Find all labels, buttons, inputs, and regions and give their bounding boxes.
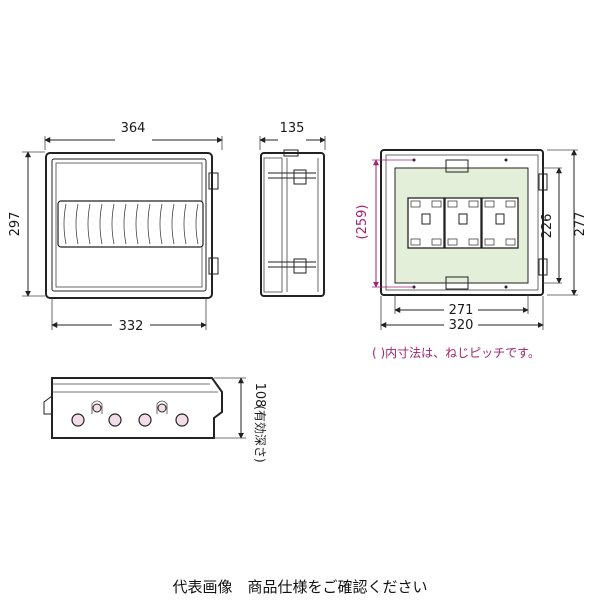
screw-pitch-height-label: (259) bbox=[355, 205, 370, 240]
side-view: 135 bbox=[259, 121, 326, 297]
side-body bbox=[260, 152, 325, 297]
front-width-inner-label: 332 bbox=[119, 319, 144, 334]
bottom-view: 108 (有効深さ) bbox=[43, 377, 268, 463]
interior-outer-height-label: 277 bbox=[573, 212, 588, 237]
screw-pitch-note: ( )内寸法は、ねじピッチです。 bbox=[372, 346, 540, 360]
front-width-outer-label: 364 bbox=[121, 121, 146, 136]
breaker-window bbox=[57, 200, 204, 248]
breaker-1 bbox=[407, 197, 445, 249]
front-view: 364 297 bbox=[8, 121, 223, 334]
breaker-3 bbox=[481, 197, 519, 249]
side-depth-label: 135 bbox=[280, 121, 305, 136]
interior-view: (259) 226 277 271 320 bbox=[355, 149, 588, 333]
effective-depth-label: 108 bbox=[252, 383, 267, 408]
representative-image-caption: 代表画像 商品仕様をご確認ください bbox=[172, 578, 427, 596]
interior-inner-height-label: 226 bbox=[540, 214, 555, 239]
effective-depth-note: (有効深さ) bbox=[253, 405, 268, 462]
bottom-body bbox=[51, 377, 223, 439]
knockout-holes bbox=[71, 403, 189, 427]
front-height-label: 297 bbox=[8, 212, 23, 237]
breaker-2 bbox=[444, 197, 482, 249]
interior-outer-width-label: 320 bbox=[449, 318, 474, 333]
screw-pitch-width-label: 271 bbox=[449, 303, 474, 318]
